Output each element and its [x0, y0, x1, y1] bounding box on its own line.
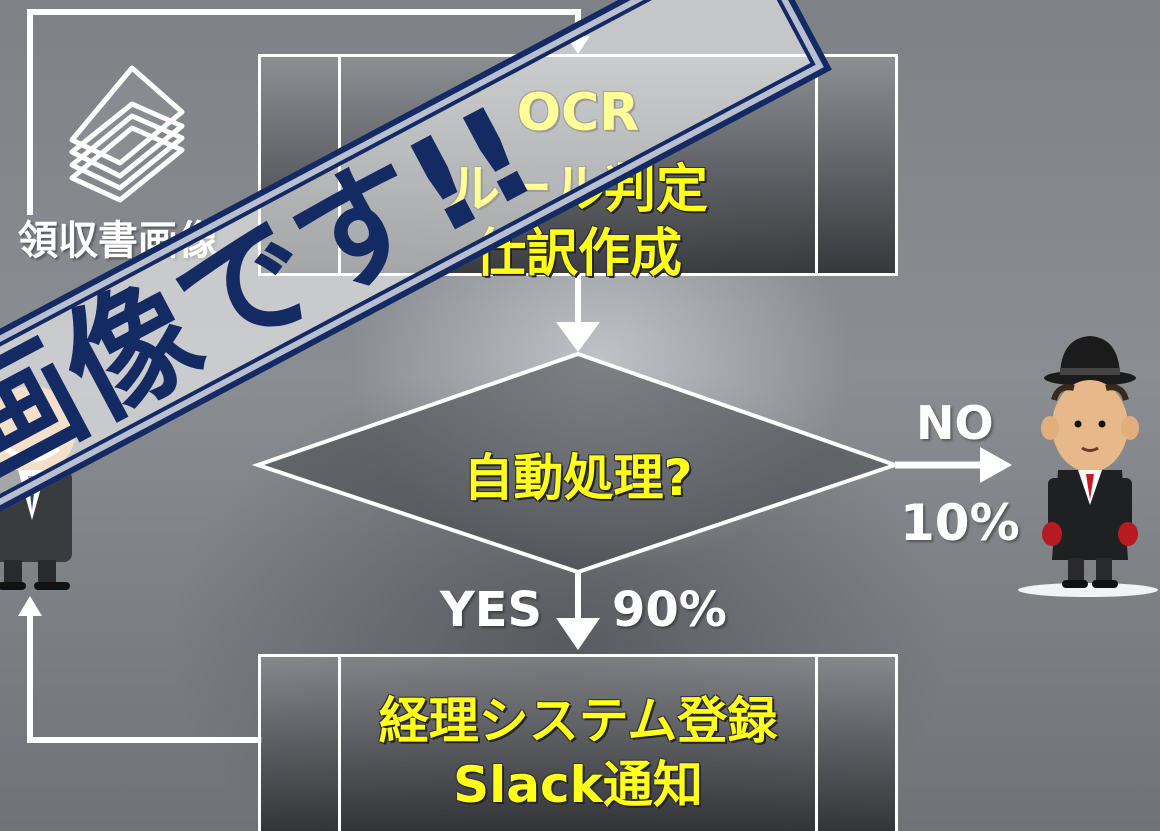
arrow-into-decision: [556, 322, 600, 352]
arrow-no: [980, 447, 1012, 483]
process-line-slack: Slack通知: [453, 756, 703, 814]
arrow-yes: [556, 618, 600, 650]
yes-label: YES: [440, 582, 543, 638]
process-box-register: 経理システム登録 Slack通知: [258, 654, 898, 831]
yes-percent: 90%: [612, 582, 727, 638]
loop-bottom-connector: [27, 612, 262, 743]
process-line-register: 経理システム登録: [378, 692, 778, 750]
arrow-back-to-user: [18, 596, 42, 616]
no-percent: 10%: [900, 494, 1020, 552]
no-label: NO: [916, 396, 994, 450]
decision-label: 自動処理?: [463, 449, 693, 507]
